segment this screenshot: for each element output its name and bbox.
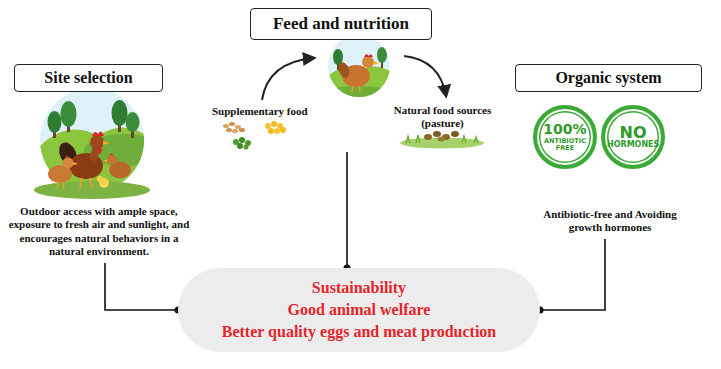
section-title: Feed and nutrition xyxy=(273,14,409,34)
illustration-part xyxy=(404,56,446,96)
text-wrap: Natural food sources (pasture) xyxy=(385,104,500,131)
illustration-part xyxy=(56,140,81,169)
illustration-part xyxy=(337,61,352,79)
illustration-part xyxy=(239,137,245,143)
badge-text: NO xyxy=(620,124,647,142)
farm-scene xyxy=(34,86,164,200)
text-wrap: Supplementary food xyxy=(212,105,322,118)
illustration-part xyxy=(80,178,82,188)
outcome-pill: SustainabilityGood animal welfareBetter … xyxy=(178,268,540,352)
badge-text: HORMONES xyxy=(607,141,659,150)
illustration-part xyxy=(73,162,78,165)
section-title: Site selection xyxy=(44,69,132,87)
cycle-arrows xyxy=(262,56,446,100)
illustration-part xyxy=(232,129,238,133)
badge-circle: NOHORMONES xyxy=(601,105,665,169)
description-text: Outdoor access with ample space, exposur… xyxy=(8,205,190,259)
illustration-part xyxy=(103,141,110,145)
illustration-part xyxy=(95,179,97,181)
illustration-part xyxy=(352,86,353,92)
badge-text: ANTIBIOTIC FREE xyxy=(539,138,591,152)
illustration-part xyxy=(99,147,101,153)
feed-section: Feed and nutritionSupplementary foodNatu… xyxy=(200,8,490,152)
outcome-text: Good animal welfare xyxy=(288,299,431,321)
site-section: Site selectionOutdoor access with ample … xyxy=(8,64,190,263)
illustration-part xyxy=(63,158,74,169)
illustration-part xyxy=(326,33,392,99)
pasture-icon xyxy=(400,131,484,149)
connector-line xyxy=(105,263,178,310)
illustration-part xyxy=(235,125,241,129)
illustration-part xyxy=(61,101,77,127)
heading-box: Feed and nutrition xyxy=(250,8,432,40)
illustration-part xyxy=(126,112,140,132)
illustration-part xyxy=(65,156,70,158)
illustration-part xyxy=(92,131,104,136)
illustration-part xyxy=(90,178,92,188)
illustration-part xyxy=(359,86,360,92)
illustration-part xyxy=(274,128,280,134)
feed-label: Natural food sources (pasture) xyxy=(385,104,500,131)
illustration-part xyxy=(271,121,277,127)
feed-label: Supplementary food xyxy=(212,105,322,118)
organic-section: Organic systemAntibiotic-free and Avoidi… xyxy=(510,64,710,239)
heading-box: Site selection xyxy=(14,64,163,92)
illustration-part xyxy=(57,182,58,189)
illustration-part xyxy=(400,138,484,149)
illustration-part xyxy=(226,128,232,132)
illustration-part xyxy=(325,86,393,102)
illustration-part xyxy=(362,56,374,68)
illustration-part xyxy=(265,123,271,129)
illustration-part xyxy=(239,128,245,132)
illustration-part xyxy=(223,124,229,128)
text-wrap: Antibiotic-free and Avoiding growth horm… xyxy=(540,208,680,235)
illustration-part xyxy=(438,137,445,142)
outcome-text: Better quality eggs and meat production xyxy=(222,321,497,343)
illustration-part xyxy=(90,135,104,149)
illustration-part xyxy=(262,58,314,100)
illustration-part xyxy=(107,155,117,165)
badge-text: 100% xyxy=(543,122,586,137)
illustration-part xyxy=(451,131,459,137)
grain-icon xyxy=(223,121,286,150)
connector-line xyxy=(540,239,605,310)
heading-box: Organic system xyxy=(515,64,702,92)
illustration-part xyxy=(406,135,478,143)
text-wrap: Outdoor access with ample space, exposur… xyxy=(8,205,190,259)
illustration-part xyxy=(103,159,107,162)
illustration-part xyxy=(364,54,373,57)
illustration-part xyxy=(280,127,286,133)
connector-line xyxy=(346,152,348,268)
illustration-part xyxy=(377,47,387,63)
description-text: Antibiotic-free and Avoiding growth horm… xyxy=(540,208,680,235)
illustration-part xyxy=(63,182,64,189)
hen-scene xyxy=(325,33,394,102)
section-title: Organic system xyxy=(555,69,661,87)
illustration-part xyxy=(97,176,103,182)
illustration-part xyxy=(109,154,114,156)
illustration-part xyxy=(244,145,249,150)
outcome-text: Sustainability xyxy=(312,277,406,299)
illustration-part xyxy=(36,86,164,200)
illustration-part xyxy=(229,122,235,126)
illustration-part xyxy=(112,100,128,126)
illustration-part xyxy=(325,33,394,102)
illustration-part xyxy=(237,143,243,149)
illustration-part xyxy=(48,111,62,133)
illustration-part xyxy=(268,128,274,134)
illustration-part xyxy=(373,61,379,65)
illustration-part xyxy=(424,134,432,140)
badge-circle: 100%ANTIBIOTIC FREE xyxy=(533,105,597,169)
illustration-part xyxy=(433,131,441,137)
